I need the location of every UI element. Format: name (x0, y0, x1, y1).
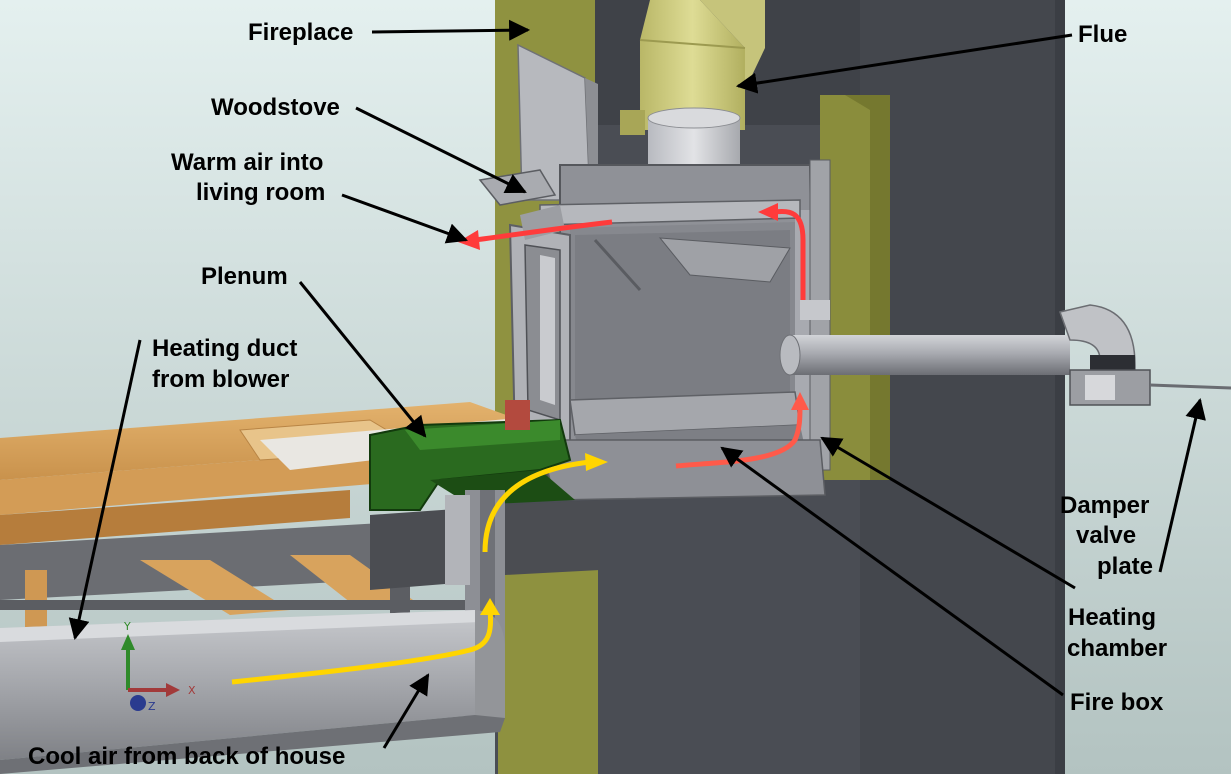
axis-y-label: Y (123, 620, 131, 633)
cool-air-arrow-lower (231, 609, 494, 685)
flue-pipe (620, 0, 765, 135)
warm-air-arrow-bottom (675, 404, 803, 469)
heating-duct (0, 610, 505, 774)
leader-cool-air (382, 673, 430, 749)
label-flue: Flue (1078, 21, 1127, 48)
leader-warm-air (341, 193, 468, 244)
plenum-box (369, 400, 575, 511)
label-fireplace: Fireplace (248, 19, 353, 46)
label-heating-duct-line1: Heating duct (152, 335, 297, 362)
axis-z-label: Z (148, 700, 156, 713)
label-fire-box: Fire box (1070, 689, 1164, 716)
leader-fire-box (720, 446, 1064, 697)
label-heating-chamber-line1: Heating (1068, 604, 1156, 631)
labels: Fireplace Flue Woodstove Warm air into l… (28, 19, 1167, 770)
label-damper-line2: valve (1076, 522, 1136, 549)
warm-air-arrow-outlet-head (458, 230, 480, 250)
stove-door-frame (508, 223, 571, 457)
label-cool-air: Cool air from back of house (28, 743, 345, 770)
warm-air-flow (458, 203, 809, 469)
leader-lines (68, 19, 1206, 749)
label-heating-chamber-line2: chamber (1067, 635, 1167, 662)
label-plenum: Plenum (201, 263, 288, 290)
label-woodstove: Woodstove (211, 94, 340, 121)
label-damper-line1: Damper (1060, 492, 1149, 519)
label-warm-air-line1: Warm air into (171, 149, 323, 176)
cool-air-arrow-upper-head (585, 453, 608, 471)
floor-joists (0, 518, 470, 640)
label-heating-duct-line2: from blower (152, 366, 289, 393)
warm-air-arrow-outlet (474, 219, 613, 243)
leader-heating-duct (68, 339, 142, 641)
cool-air-arrow-upper (482, 459, 591, 553)
cool-air-arrow-lower-head (480, 598, 500, 615)
warm-air-arrow-bottom-head (791, 392, 809, 410)
cool-air-flow (231, 453, 608, 685)
damper-pipe (779, 304, 1231, 406)
leader-damper (1158, 397, 1206, 573)
rim-joist-right (505, 500, 600, 575)
leader-woodstove (355, 106, 527, 194)
axis-triad: Y X Z (121, 620, 196, 713)
warm-air-arrow-riser-head (758, 203, 778, 221)
label-damper-line3: plate (1097, 553, 1153, 580)
leader-flue (735, 33, 1073, 94)
axis-x-label: X (188, 684, 196, 697)
label-warm-air-line2: living room (196, 179, 325, 206)
leader-plenum (298, 281, 427, 438)
warm-air-arrow-riser (774, 208, 806, 300)
leader-heating-chamber (820, 436, 1076, 590)
leader-fireplace (371, 19, 531, 41)
